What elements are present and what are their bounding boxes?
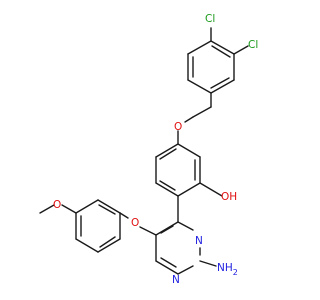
pyrimidine-nitrogen-top-label: N <box>195 235 203 247</box>
amino-group-label: NH2 <box>217 262 238 277</box>
ether-oxygen-top-label: O <box>174 121 182 133</box>
amino-nh-text: NH <box>217 262 233 274</box>
ether-oxygen-bottom-label: O <box>131 217 139 229</box>
pyrimidine-nitrogen-bottom-label: N <box>172 274 180 286</box>
molecule-diagram: Cl Cl O OH O O N N NH2 <box>39 13 259 286</box>
amino-subscript-text: 2 <box>233 268 238 277</box>
chlorine-label-top: Cl <box>205 13 215 25</box>
chlorine-label-right: Cl <box>248 39 258 51</box>
structure-svg: Cl Cl O OH O O N N NH2 <box>39 13 258 286</box>
hydroxyl-label: OH <box>221 191 237 203</box>
bond-lines <box>39 27 249 275</box>
methoxy-oxygen-label: O <box>53 199 61 211</box>
